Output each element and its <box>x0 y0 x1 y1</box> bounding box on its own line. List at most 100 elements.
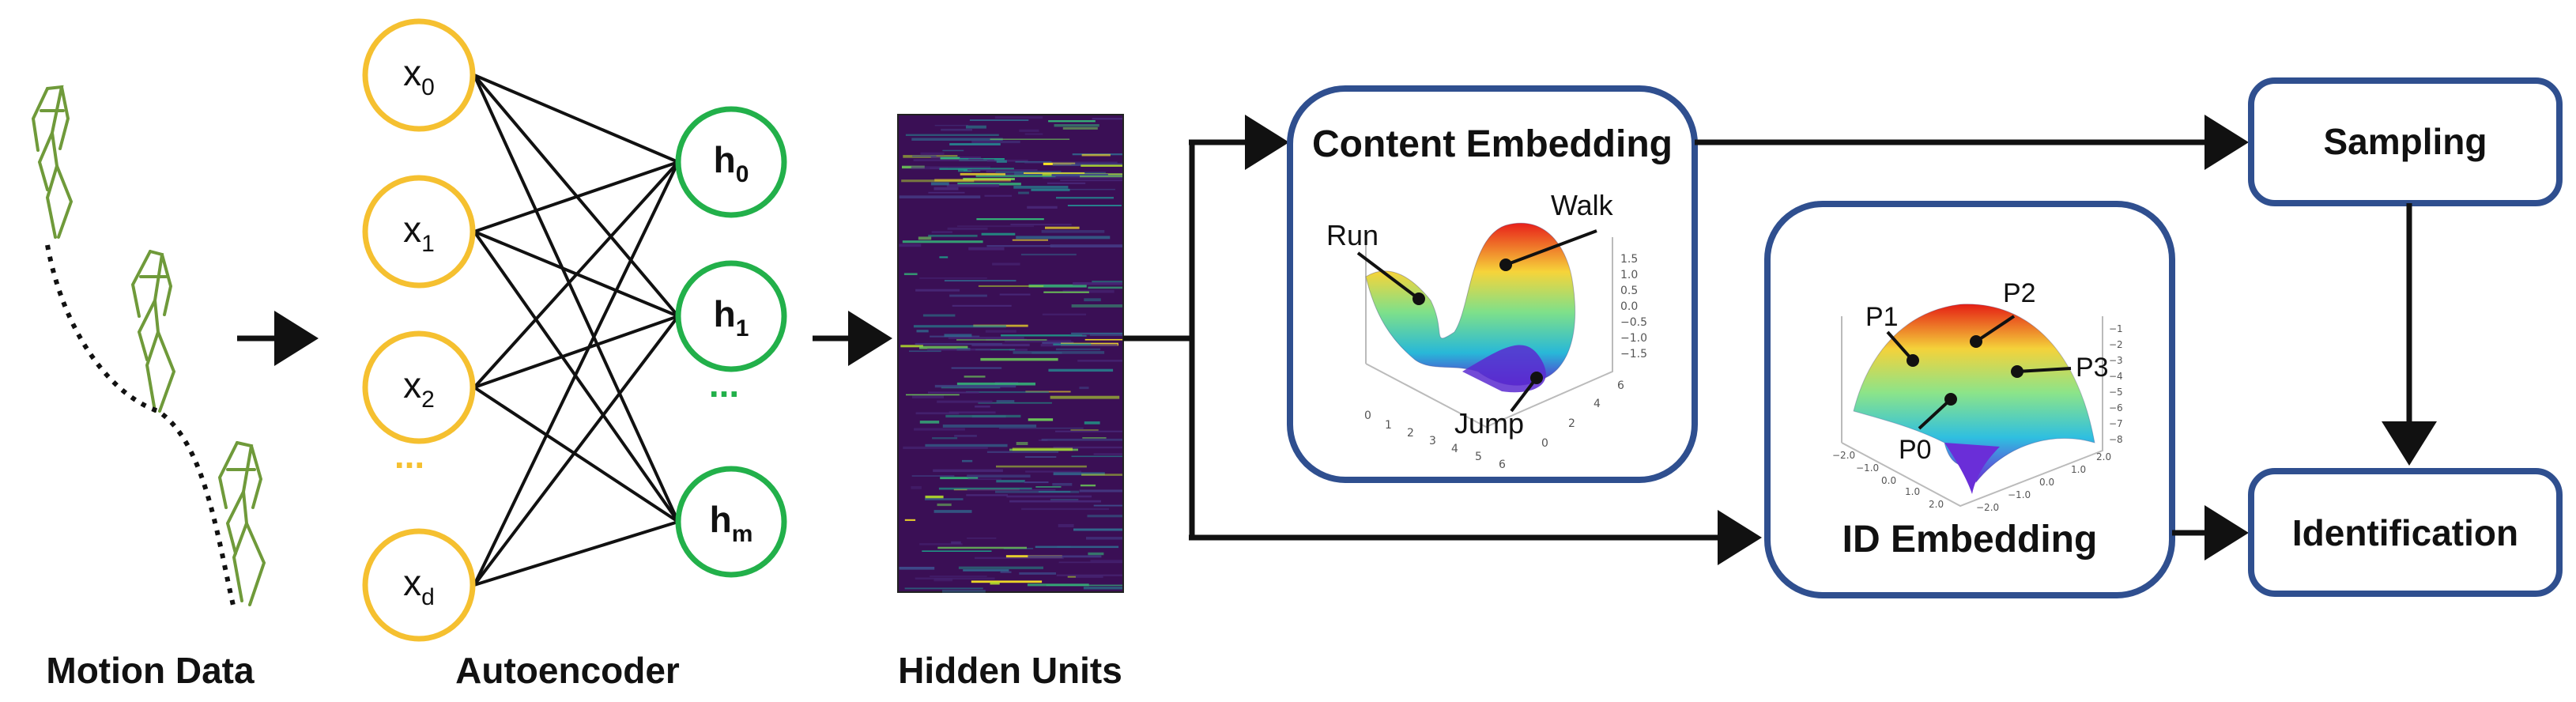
heatmap-stripe <box>899 195 981 198</box>
svg-text:x0: x0 <box>403 52 435 100</box>
heatmap-stripe <box>928 234 978 237</box>
heatmap-stripe <box>1013 186 1069 189</box>
heatmap-stripe <box>937 400 993 403</box>
id-embedding-title: ID Embedding <box>1842 519 2098 560</box>
heatmap-stripe <box>925 495 944 499</box>
heatmap-stripe <box>1069 334 1088 337</box>
heatmap-stripe <box>1010 224 1072 226</box>
heatmap-stripe <box>1092 118 1122 120</box>
heatmap-branch-connector <box>1123 142 1195 538</box>
heatmap-stripe <box>966 494 1008 496</box>
svg-text:0.0: 0.0 <box>2039 477 2054 488</box>
label-p1: P1 <box>1865 302 1899 332</box>
label-p2: P2 <box>2003 278 2036 308</box>
svg-text:2: 2 <box>1407 427 1414 440</box>
heatmap-stripe <box>1088 286 1122 289</box>
heatmap-stripe <box>1081 474 1122 476</box>
heatmap-stripe <box>933 187 959 191</box>
heatmap-stripe <box>912 155 937 157</box>
heatmap-stripe <box>967 474 1031 477</box>
heatmap-stripe <box>1080 176 1122 178</box>
heatmap-stripe <box>1067 205 1122 206</box>
heatmap-stripe <box>994 116 1043 119</box>
svg-text:−2.0: −2.0 <box>1976 502 1999 513</box>
svg-text:2.0: 2.0 <box>2096 451 2111 462</box>
heatmap-stripe <box>928 191 965 194</box>
heatmap-stripe <box>913 325 1006 328</box>
heatmap-stripe <box>995 490 1080 493</box>
hidden-node-hm: hm <box>675 466 787 578</box>
svg-text:−2: −2 <box>2109 339 2123 350</box>
heatmap-stripe <box>947 227 988 230</box>
heatmap-stripe <box>1088 552 1104 556</box>
heatmap-stripe <box>906 394 960 396</box>
identification-label: Identification <box>2292 512 2518 553</box>
heatmap-stripe <box>1050 244 1122 247</box>
heatmap-stripe <box>1073 282 1122 285</box>
sampling-box: Sampling <box>2248 77 2563 206</box>
svg-text:0.5: 0.5 <box>1620 285 1638 297</box>
heatmap-stripe <box>942 590 986 593</box>
heatmap-stripe <box>978 402 1052 404</box>
heatmap-stripe <box>1019 129 1039 132</box>
heatmap-stripe <box>1075 575 1103 579</box>
motion-trajectory <box>45 244 236 610</box>
heatmap-stripe <box>975 349 1015 351</box>
heatmap-stripe <box>1032 352 1062 354</box>
heatmap-stripe <box>1048 368 1114 372</box>
heatmap-stripe <box>1086 537 1122 540</box>
heatmap-stripe <box>956 339 1047 341</box>
heatmap-stripe <box>939 168 1014 170</box>
heatmap-stripe <box>957 183 1021 186</box>
svg-text:−2.0: −2.0 <box>1832 450 1855 461</box>
heatmap-stripe <box>1073 528 1122 531</box>
svg-text:3: 3 <box>1429 435 1436 447</box>
heatmap-stripe <box>1058 561 1122 564</box>
heatmap-stripe <box>915 577 995 579</box>
heatmap-stripe <box>1031 188 1070 191</box>
heatmap-stripe <box>1045 226 1080 229</box>
label-p3: P3 <box>2076 353 2109 383</box>
svg-text:1.0: 1.0 <box>1905 486 1920 497</box>
heatmap-stripe <box>1012 447 1073 451</box>
heatmap-stripe <box>981 232 1016 236</box>
hidden-units-heatmap <box>897 114 1124 593</box>
heatmap-stripe <box>1082 334 1122 336</box>
heatmap-stripe <box>1018 191 1029 194</box>
heatmap-stripe <box>1077 360 1122 362</box>
heatmap-stripe <box>958 168 972 172</box>
heatmap-stripe <box>1053 446 1122 449</box>
svg-text:−1.0: −1.0 <box>2008 489 2031 500</box>
svg-text:−1.5: −1.5 <box>1620 348 1647 360</box>
heatmap-stripe <box>922 314 956 317</box>
svg-text:2: 2 <box>1568 417 1575 430</box>
label-walk: Walk <box>1551 189 1614 221</box>
svg-text:1.0: 1.0 <box>2071 464 2086 475</box>
heatmap-stripe <box>1047 182 1086 184</box>
heatmap-stripe <box>1092 281 1122 283</box>
heatmap-stripe <box>1001 334 1087 337</box>
heatmap-stripe <box>948 336 1024 339</box>
heatmap-stripe <box>975 175 1056 178</box>
input-node-x1: x1 <box>362 175 476 289</box>
heatmap-stripe <box>911 138 1003 141</box>
svg-text:h0: h0 <box>714 139 749 187</box>
input-node-x0: x0 <box>362 18 476 132</box>
heatmap-stripe <box>933 510 972 513</box>
heatmap-stripe <box>1028 555 1102 558</box>
heatmap-stripe <box>931 231 952 233</box>
heatmap-stripe <box>911 485 922 489</box>
heatmap-stripe <box>1012 239 1048 241</box>
heatmap-stripe <box>944 334 972 338</box>
heatmap-stripe <box>992 262 1020 266</box>
heatmap-stripe <box>1041 230 1105 233</box>
heatmap-stripe <box>1056 197 1114 199</box>
svg-text:0.0: 0.0 <box>1620 300 1638 313</box>
heatmap-stripe <box>904 587 983 590</box>
heatmap-stripe <box>1060 179 1122 182</box>
svg-text:6: 6 <box>1499 459 1506 471</box>
identification-box: Identification <box>2248 468 2563 597</box>
heatmap-stripe <box>1048 120 1096 123</box>
heatmap-stripe <box>933 578 953 582</box>
svg-text:5: 5 <box>1475 451 1482 463</box>
